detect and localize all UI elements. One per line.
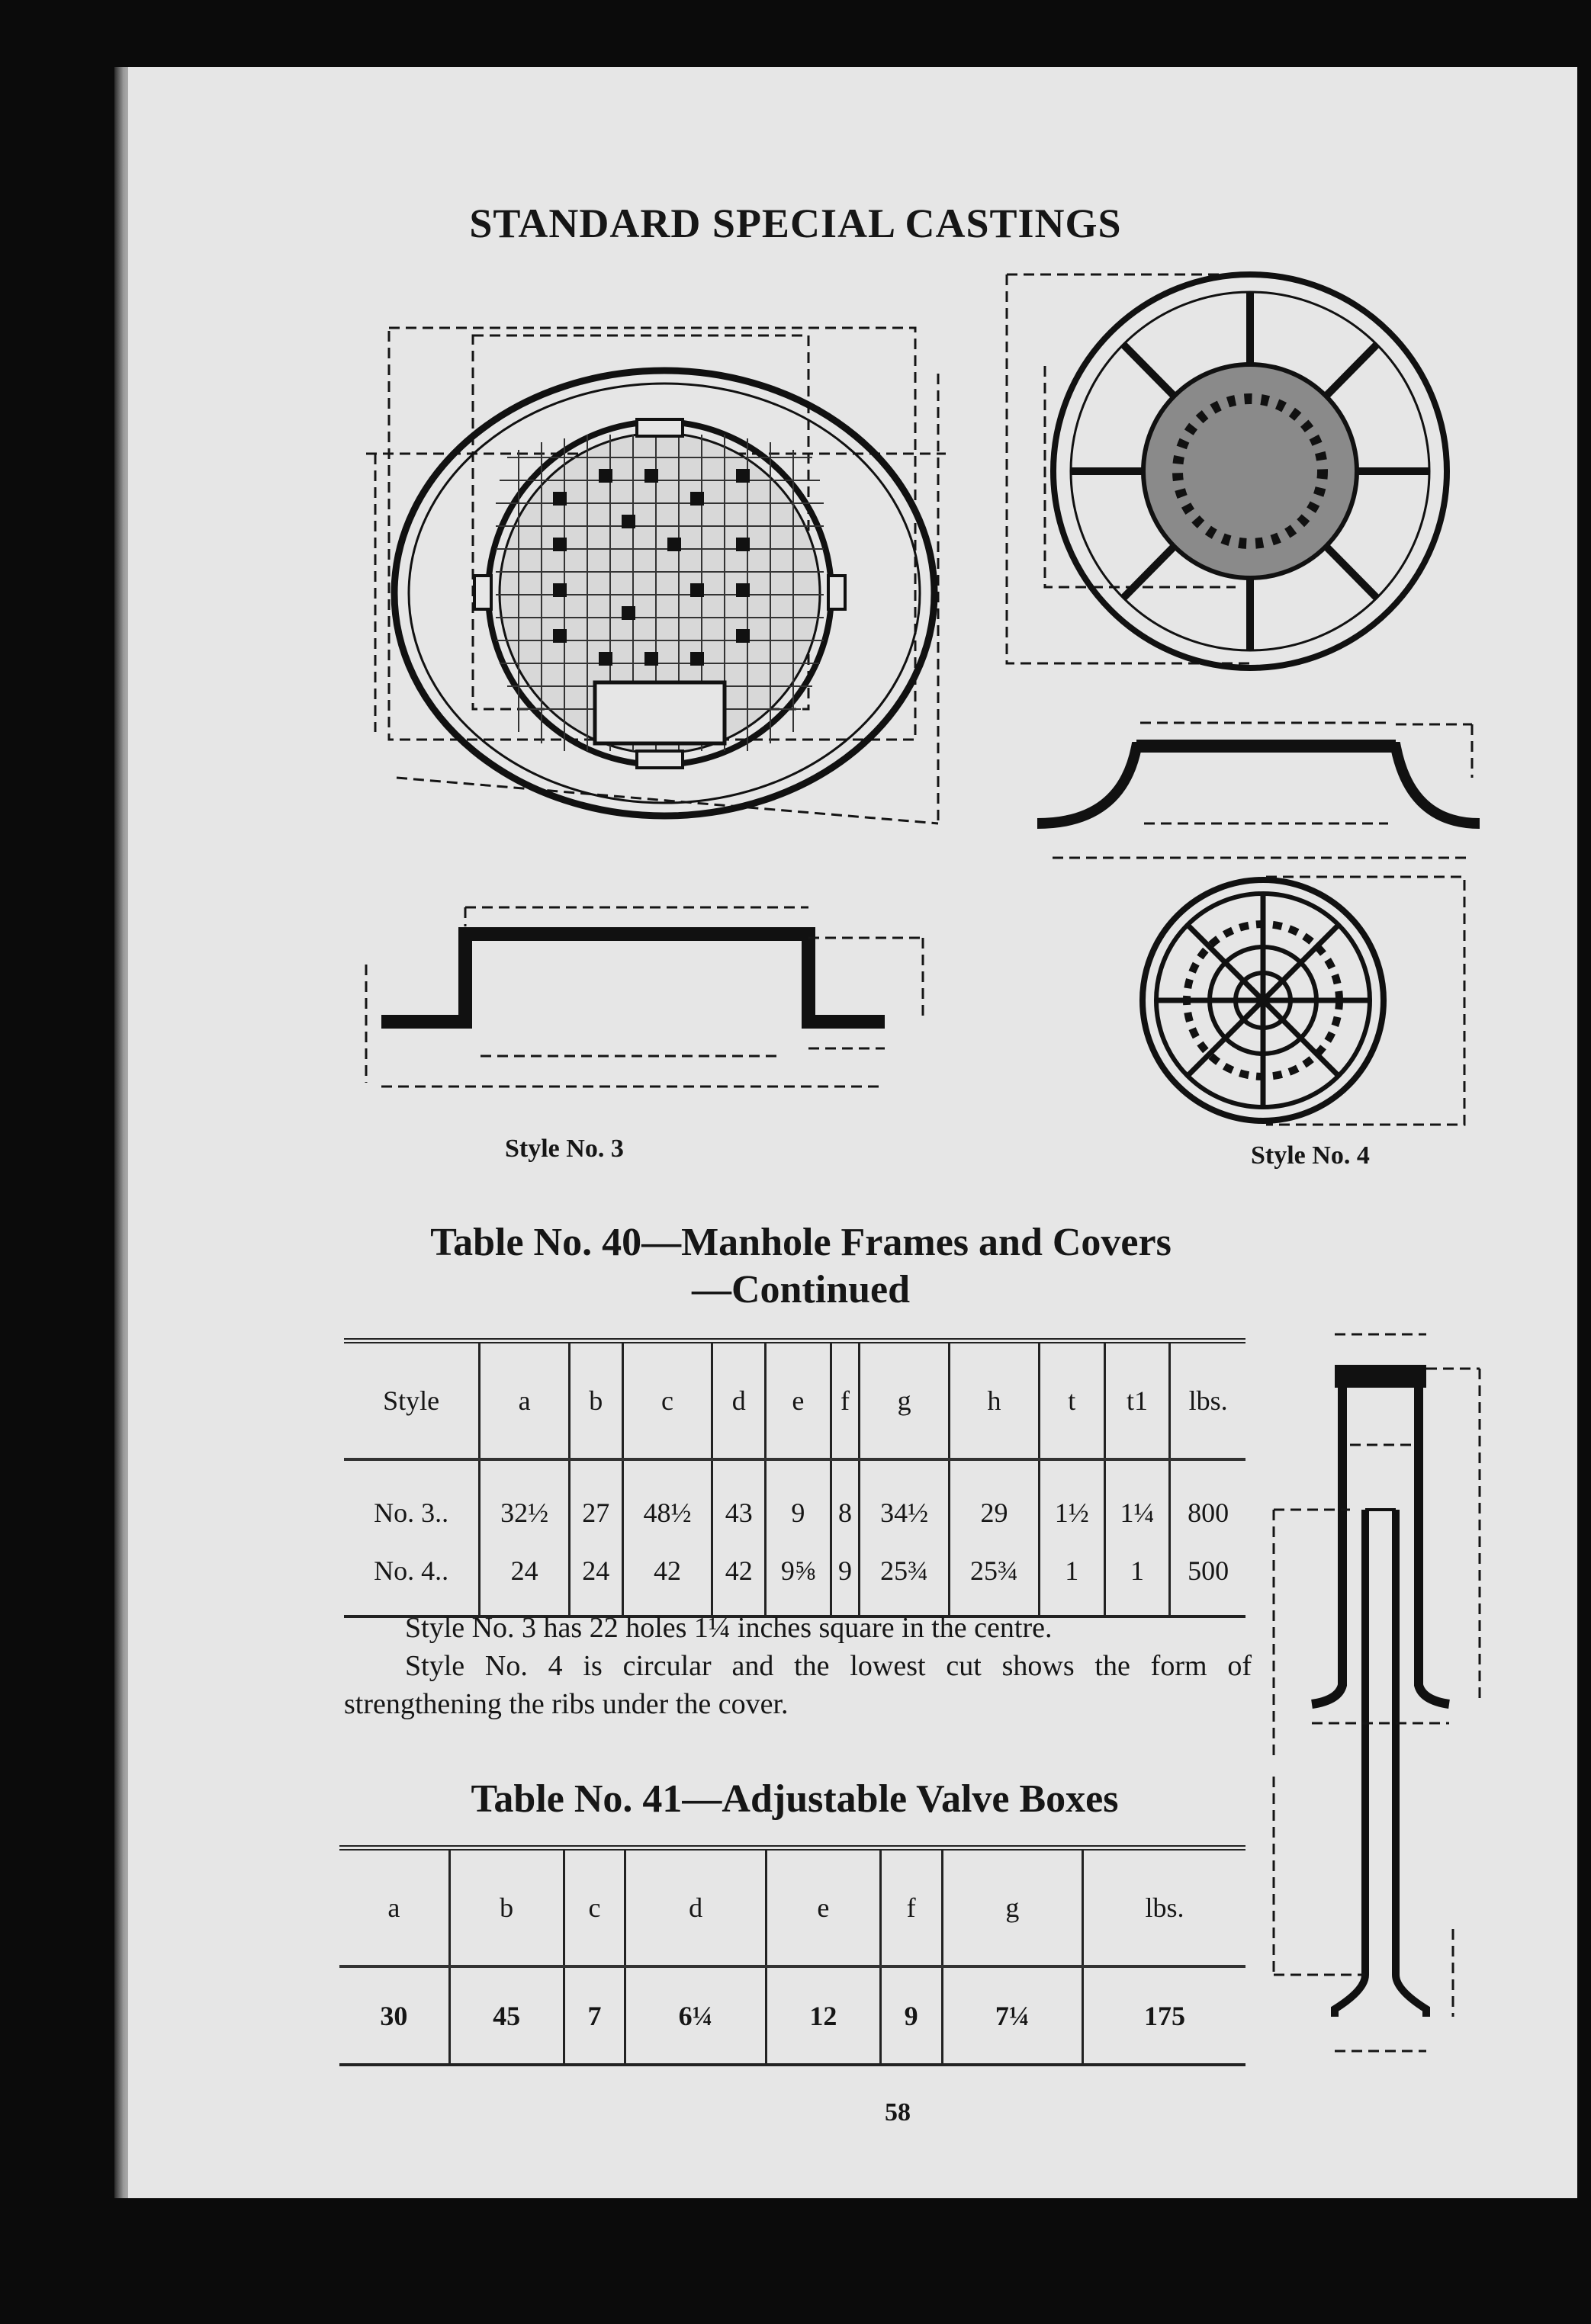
cell: 24: [567, 1542, 623, 1616]
col-header: g: [858, 1340, 950, 1461]
notes: Style No. 3 has 22 holes 1¼ inches squar…: [344, 1609, 1252, 1723]
cell: 9: [879, 1966, 943, 2065]
table-row: 30 45 7 6¼ 12 9 7¼ 175: [339, 1966, 1245, 2065]
col-header: g: [940, 1847, 1083, 1968]
cell: 24: [478, 1542, 570, 1616]
cell: 175: [1082, 1966, 1245, 2065]
cell: 9: [764, 1459, 831, 1542]
table-header-row: a b c d e f g lbs.: [339, 1847, 1245, 1968]
col-header: d: [624, 1847, 767, 1968]
table40-title-line2: —Continued: [691, 1268, 911, 1311]
col-header: c: [562, 1847, 625, 1968]
cell: 1½: [1037, 1459, 1105, 1542]
cell: 9: [829, 1542, 860, 1616]
cell: 25¾: [948, 1542, 1040, 1616]
col-header: lbs.: [1168, 1340, 1245, 1461]
cell: No. 3..: [374, 1497, 449, 1528]
style3-plan-drawing: [366, 326, 946, 825]
cell: 25¾: [858, 1542, 950, 1616]
style4-label: Style No. 4: [1251, 1141, 1370, 1170]
valve-box-drawing: [1272, 1333, 1481, 2053]
col-header: b: [448, 1847, 564, 1968]
cell: 32½: [478, 1459, 570, 1542]
cell: 9⅝: [764, 1542, 831, 1616]
style4-ribs-drawing: [1139, 875, 1466, 1126]
cell: 1¼: [1103, 1459, 1170, 1542]
page-number: 58: [885, 2098, 911, 2127]
cell: 43: [711, 1459, 766, 1542]
col-header: Style: [344, 1340, 480, 1461]
cell: 34½: [858, 1459, 950, 1542]
col-header: d: [711, 1340, 766, 1461]
col-header: c: [621, 1340, 712, 1461]
col-header: a: [339, 1847, 450, 1968]
table41: a b c d e f g lbs. 30 45 7 6¼ 12 9 7¼ 17…: [339, 1845, 1245, 2066]
col-header: b: [567, 1340, 623, 1461]
cell: 42: [621, 1542, 712, 1616]
style3-section-drawing: [365, 906, 924, 1088]
cell: No. 4..: [374, 1555, 449, 1586]
style4-section-drawing: [1037, 721, 1480, 859]
cell: 29: [948, 1459, 1040, 1542]
cell: 12: [764, 1966, 881, 2065]
col-header: a: [478, 1340, 570, 1461]
cell: 6¼: [624, 1966, 767, 2065]
cell: 1: [1037, 1542, 1105, 1616]
table-row: No. 4.. 24 24 42 42 9⅝ 9 25¾ 25¾ 1 1 500: [344, 1542, 1245, 1616]
table41-title: Table No. 41—Adjustable Valve Boxes: [471, 1777, 1119, 1821]
col-header: t1: [1103, 1340, 1170, 1461]
cell: 7¼: [940, 1966, 1083, 2065]
col-header: f: [879, 1847, 943, 1968]
cell: 1: [1103, 1542, 1170, 1616]
page-title: STANDARD SPECIAL CASTINGS: [469, 201, 1122, 246]
note-style3: Style No. 3 has 22 holes 1¼ inches squar…: [405, 1612, 1053, 1644]
table-header-row: Style a b c d e f g h t t1 lbs.: [344, 1340, 1245, 1461]
col-header: f: [829, 1340, 860, 1461]
col-header: h: [948, 1340, 1040, 1461]
note-style4: Style No. 4 is circular and the lowest c…: [344, 1650, 1252, 1720]
cell: 800: [1168, 1459, 1245, 1542]
cell: 30: [380, 2000, 408, 2031]
table40: Style a b c d e f g h t t1 lbs. No. 3.. …: [344, 1338, 1245, 1618]
col-header: lbs.: [1082, 1847, 1245, 1968]
cell: 42: [711, 1542, 766, 1616]
col-header: t: [1037, 1340, 1105, 1461]
cell: 7: [562, 1966, 625, 2065]
cell: 8: [829, 1459, 860, 1542]
table-row: No. 3.. 32½ 27 48½ 43 9 8 34½ 29 1½ 1¼ 8…: [344, 1459, 1245, 1542]
cell: 27: [567, 1459, 623, 1542]
col-header: e: [764, 1847, 881, 1968]
cell: 48½: [621, 1459, 712, 1542]
cell: 45: [448, 1966, 564, 2065]
table40-title-line1: Table No. 40—Manhole Frames and Covers: [430, 1221, 1172, 1264]
cell: 500: [1168, 1542, 1245, 1616]
col-header: e: [764, 1340, 831, 1461]
style4-plan-drawing: [1005, 271, 1450, 671]
style3-label: Style No. 3: [505, 1135, 624, 1163]
